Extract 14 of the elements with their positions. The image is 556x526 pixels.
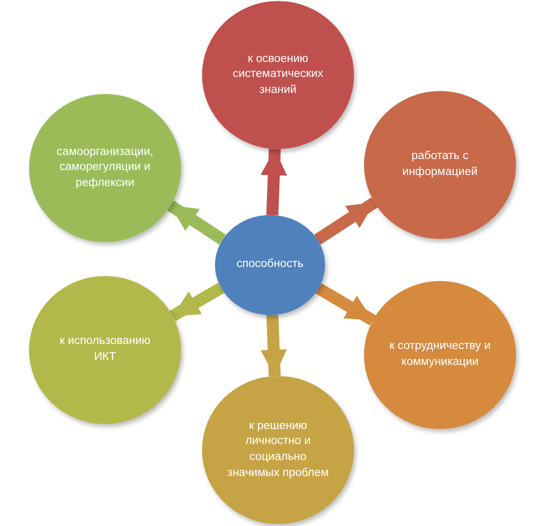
arrow	[314, 197, 378, 245]
arrow	[260, 314, 287, 376]
circle-label: к использованию ИКТ	[58, 334, 152, 365]
arrow	[170, 282, 224, 322]
circle-label: к решению личностно и социально значимых проблем	[226, 418, 330, 481]
center-circle	[215, 215, 325, 315]
circle-label: к освоению систематических знаний	[232, 52, 324, 98]
arrow	[167, 200, 226, 245]
arrow	[260, 148, 287, 216]
circle-label: самоорганизации, саморегуляции и рефлексии	[56, 144, 154, 191]
circle-label: способность	[236, 257, 304, 272]
arrow	[316, 283, 376, 326]
circle-label: работать с информацией	[401, 149, 479, 180]
circle-label: к сотрудничеству и коммуникации	[388, 339, 492, 370]
